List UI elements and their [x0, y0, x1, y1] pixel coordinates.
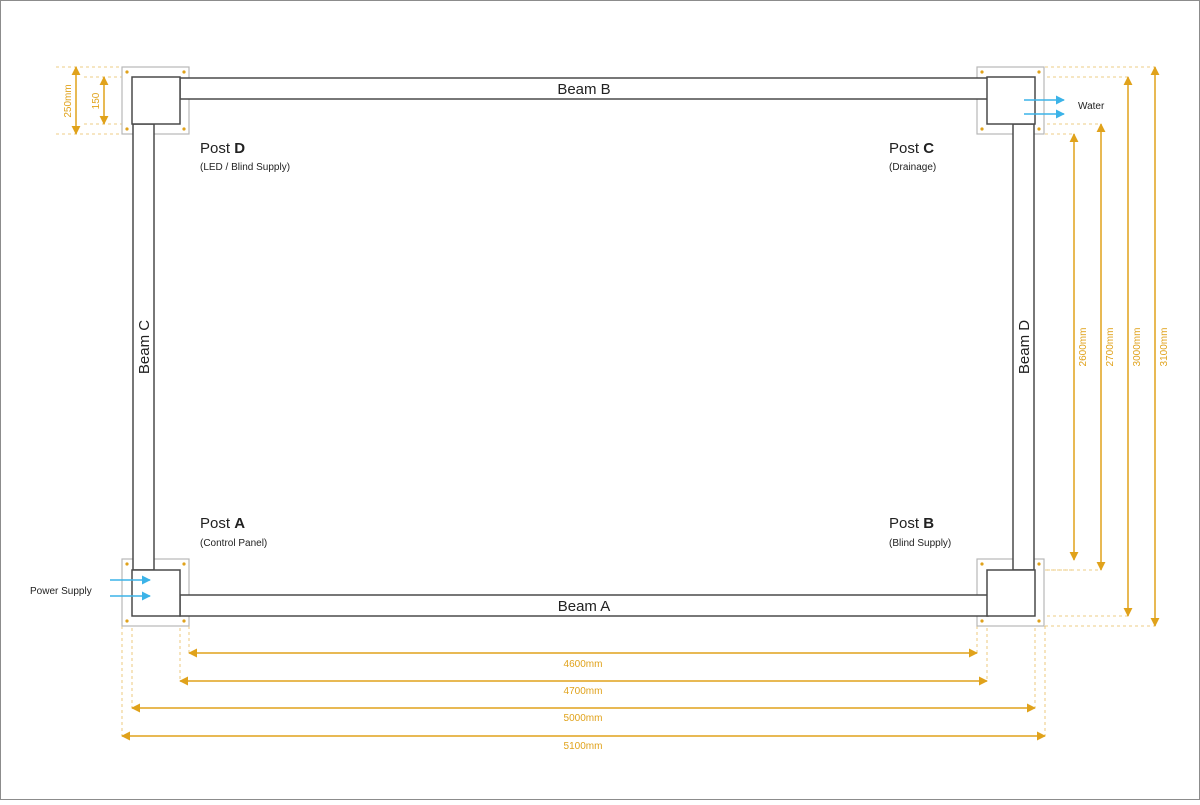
post-c-label-group: Post C (Drainage) [889, 140, 936, 173]
post-a-shape [131, 569, 181, 617]
vertical-dimensions [1069, 66, 1160, 627]
post-b-title: Post B [889, 515, 934, 532]
post-d-prefix: Post [200, 140, 234, 157]
power-supply-arrows [110, 575, 151, 601]
post-c-title: Post C [889, 140, 934, 157]
post-b-note: (Blind Supply) [889, 538, 951, 549]
posts [131, 76, 1036, 617]
dim-3100-label: 3100mm [1159, 328, 1170, 367]
beam-b-label: Beam B [557, 81, 610, 98]
post-a-label-group: Post A (Control Panel) [200, 515, 267, 549]
post-d-title: Post D [200, 140, 245, 157]
post-b-letter: B [923, 515, 934, 532]
extension-lines [56, 66, 1155, 736]
vertical-dimension-labels: 2600mm 2700mm 3000mm 3100mm [1078, 328, 1170, 367]
dim-4600-label: 4600mm [564, 659, 603, 670]
beams [132, 77, 1035, 617]
dim-5100-label: 5100mm [564, 741, 603, 752]
horizontal-dimensions [121, 648, 1046, 741]
dim-250-label: 250mm [63, 84, 74, 117]
post-a-note: (Control Panel) [200, 538, 267, 549]
post-c-letter: C [923, 140, 934, 157]
water-arrows [1024, 95, 1065, 119]
post-c-prefix: Post [889, 140, 923, 157]
dim-4700-label: 4700mm [564, 686, 603, 697]
post-d-letter: D [234, 140, 245, 157]
dim-3000-label: 3000mm [1132, 328, 1143, 367]
post-d-shape [131, 76, 181, 125]
power-supply-label: Power Supply [30, 586, 92, 597]
post-b-label-group: Post B (Blind Supply) [889, 515, 951, 549]
water-label: Water [1078, 101, 1105, 112]
post-b-prefix: Post [889, 515, 923, 532]
post-b-shape [986, 569, 1036, 617]
bolt-dots [125, 70, 1041, 623]
post-a-letter: A [234, 515, 245, 532]
post-c-note: (Drainage) [889, 162, 936, 173]
dim-2700-label: 2700mm [1105, 328, 1116, 367]
post-dimensions [71, 66, 109, 135]
post-a-title: Post A [200, 515, 245, 532]
post-dimension-labels: 250mm 150 [63, 84, 102, 117]
beam-d-label: Beam D [1016, 320, 1033, 374]
dim-5000-label: 5000mm [564, 713, 603, 724]
horizontal-dimension-labels: 4600mm 4700mm 5000mm 5100mm [564, 659, 603, 752]
beam-a-label: Beam A [558, 598, 611, 615]
post-a-prefix: Post [200, 515, 234, 532]
post-d-note: (LED / Blind Supply) [200, 162, 290, 173]
dim-2600-label: 2600mm [1078, 328, 1089, 367]
post-d-label-group: Post D (LED / Blind Supply) [200, 140, 290, 173]
beam-c-label: Beam C [136, 320, 153, 374]
dim-150-label: 150 [91, 92, 102, 109]
